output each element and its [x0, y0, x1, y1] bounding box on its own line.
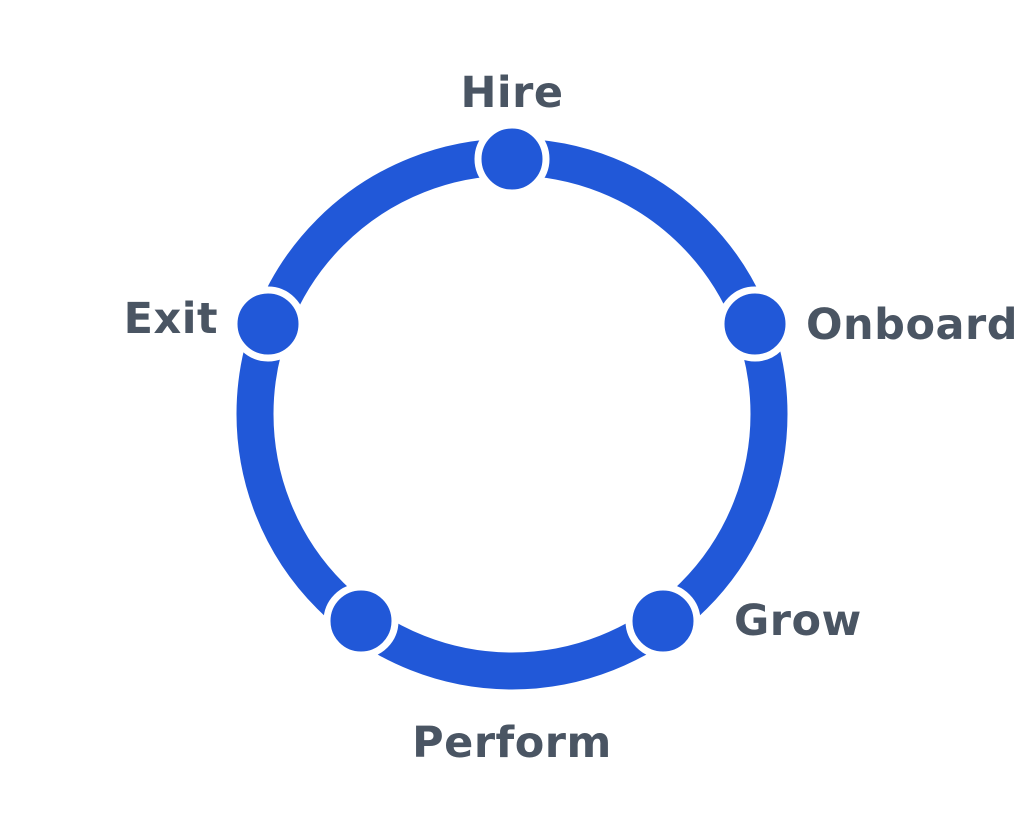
stage-node-perform: [323, 583, 399, 659]
stage-label-perform: Perform: [412, 718, 612, 768]
stage-nodes: [230, 121, 793, 659]
stage-node-hire: [474, 121, 550, 197]
stage-label-grow: Grow: [734, 596, 862, 646]
stage-node-onboard: [717, 286, 793, 362]
stage-label-onboard: Onboard: [806, 300, 1018, 350]
stage-node-exit: [230, 286, 306, 362]
stage-label-hire: Hire: [460, 68, 564, 118]
cycle-ring: [236, 138, 788, 690]
stage-node-grow: [625, 583, 701, 659]
stage-label-exit: Exit: [123, 294, 218, 344]
